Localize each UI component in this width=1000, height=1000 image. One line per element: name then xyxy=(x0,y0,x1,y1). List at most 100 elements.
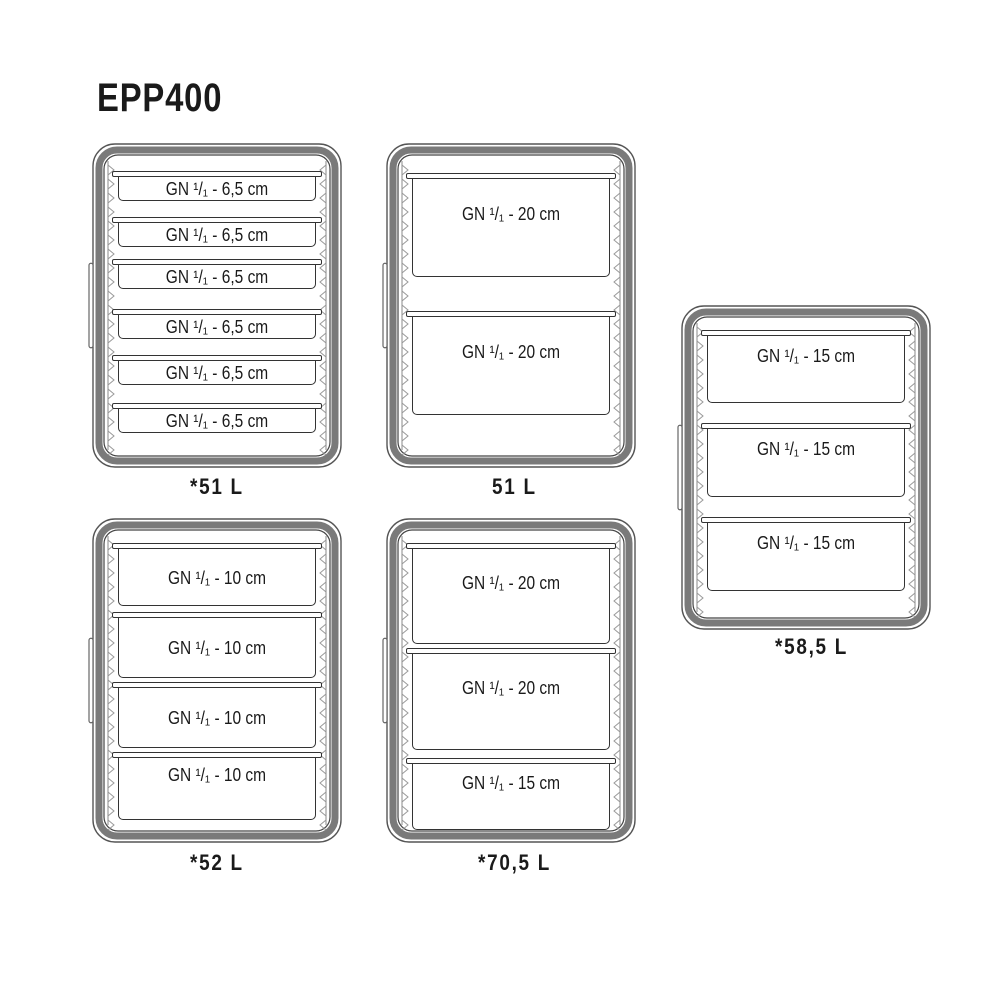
rail-notch xyxy=(401,805,409,817)
rail-notch xyxy=(107,637,115,649)
rail-notch xyxy=(613,791,621,803)
rail-notch xyxy=(401,707,409,719)
rail-notch xyxy=(696,508,704,520)
rail-notch xyxy=(319,192,327,204)
rail-notch xyxy=(319,595,327,607)
rail-notch xyxy=(696,494,704,506)
gasket-band xyxy=(95,146,339,465)
pan-rim xyxy=(112,403,322,409)
rail-notch xyxy=(613,651,621,663)
pan-label: GN ¹/₁ - 15 cm xyxy=(756,533,856,553)
rail-notch xyxy=(107,360,115,372)
gastronorm-pan: GN ¹/₁ - 20 cm xyxy=(412,549,610,644)
rail-notch xyxy=(613,164,621,176)
rail-notch xyxy=(401,304,409,316)
rail-notch xyxy=(107,374,115,386)
rail-notch xyxy=(319,763,327,775)
rail-notch xyxy=(613,178,621,190)
rail-notch xyxy=(107,234,115,246)
rail-notch xyxy=(107,290,115,302)
rail-notch xyxy=(613,360,621,372)
rail-notch xyxy=(107,805,115,817)
rail-notch xyxy=(107,707,115,719)
rail-notch xyxy=(319,164,327,176)
page-title: EPP400 xyxy=(97,76,223,120)
pan-label: GN ¹/₁ - 10 cm xyxy=(167,567,267,588)
rail-notch xyxy=(107,735,115,747)
rail-notch xyxy=(696,410,704,422)
rail-notch xyxy=(319,707,327,719)
rail-notch xyxy=(613,220,621,232)
container-config-5: GN ¹/₁ - 20 cm GN ¹/₁ - 20 cm GN ¹/₁ - 15 … xyxy=(382,518,636,843)
rail-notch xyxy=(401,374,409,386)
rail-notch xyxy=(613,206,621,218)
rail-notch xyxy=(401,749,409,761)
rail-notch xyxy=(319,178,327,190)
rail-notch xyxy=(696,340,704,352)
inner-wall xyxy=(103,154,331,457)
rail-notch xyxy=(908,592,916,604)
rail-notch xyxy=(613,416,621,428)
rail-notch xyxy=(319,651,327,663)
rail-notch xyxy=(401,360,409,372)
rail-notch xyxy=(107,346,115,358)
rail-notch xyxy=(908,340,916,352)
pan-rim xyxy=(406,543,616,549)
rail-notch xyxy=(401,581,409,593)
rail-notch xyxy=(319,430,327,442)
rail-notch xyxy=(401,609,409,621)
rail-notch xyxy=(696,354,704,366)
rail-notch xyxy=(401,192,409,204)
rail-notch xyxy=(401,595,409,607)
rail-notch xyxy=(613,777,621,789)
rail-notch xyxy=(613,805,621,817)
rail-notch xyxy=(319,388,327,400)
rail-notch xyxy=(696,480,704,492)
rail-notch xyxy=(908,410,916,422)
rail-notch xyxy=(613,304,621,316)
rail-notch xyxy=(613,332,621,344)
rail-notch xyxy=(401,444,409,456)
gastronorm-pan: GN ¹/₁ - 20 cm xyxy=(412,654,610,750)
rail-notch xyxy=(319,721,327,733)
handle xyxy=(382,637,388,724)
rail-notch xyxy=(401,763,409,775)
rail-notch xyxy=(908,354,916,366)
gastronorm-pan: GN ¹/₁ - 15 cm xyxy=(412,764,610,830)
inner-wall xyxy=(692,316,920,619)
rail-notch xyxy=(613,609,621,621)
rail-notch xyxy=(107,416,115,428)
rail-notch xyxy=(696,606,704,618)
rail-notch xyxy=(319,637,327,649)
rail-notch xyxy=(908,508,916,520)
rail-notch xyxy=(319,318,327,330)
rail-notch xyxy=(107,430,115,442)
rail-notch xyxy=(401,276,409,288)
rail-notch xyxy=(613,707,621,719)
rail-notch xyxy=(107,819,115,831)
gastronorm-pan: GN ¹/₁ - 6,5 cm xyxy=(118,409,316,433)
rail-notch xyxy=(908,424,916,436)
rail-notch xyxy=(401,777,409,789)
gastronorm-pan: GN ¹/₁ - 15 cm xyxy=(707,336,905,403)
rail-notch xyxy=(319,206,327,218)
rail-notch xyxy=(401,402,409,414)
capacity-label-2: 51 L xyxy=(492,474,537,499)
rail-notch xyxy=(908,480,916,492)
rail-notch xyxy=(107,567,115,579)
pan-rim xyxy=(112,355,322,361)
rail-notch xyxy=(908,522,916,534)
pan-rim xyxy=(112,682,322,688)
rail-notch xyxy=(401,234,409,246)
rail-notch xyxy=(107,332,115,344)
rail-notch xyxy=(107,262,115,274)
rail-notch xyxy=(613,318,621,330)
rail-notch xyxy=(908,452,916,464)
rail-notch xyxy=(613,276,621,288)
pan-rim xyxy=(112,309,322,315)
rail-notch xyxy=(613,749,621,761)
rail-notch xyxy=(696,466,704,478)
pan-rim xyxy=(112,259,322,265)
rail-notch xyxy=(319,276,327,288)
